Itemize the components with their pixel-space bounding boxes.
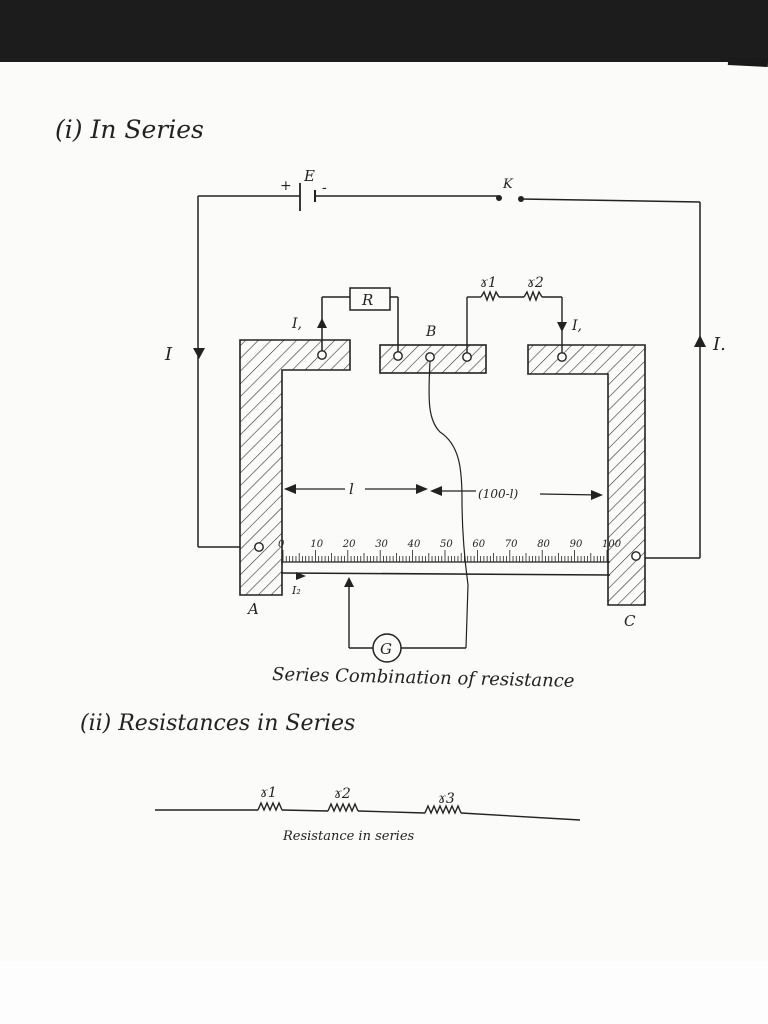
length-left-label: l <box>349 480 354 498</box>
scale-tick-label: 0 <box>278 539 285 550</box>
bottom-band <box>0 962 768 1024</box>
key-switch[interactable] <box>496 195 524 202</box>
chain-r1-label: ɤ1 <box>260 785 277 801</box>
current-arrow-i1 <box>317 318 327 328</box>
heading-series: (i) In Series <box>55 115 204 144</box>
r2-label: ɤ2 <box>527 275 544 291</box>
galvanometer-circuit <box>348 585 466 649</box>
length-right-label: (100-l) <box>478 487 518 501</box>
scale-tick-label: 50 <box>440 539 453 550</box>
current-arrow-i1-right <box>557 322 567 332</box>
strip-right <box>527 344 646 606</box>
current-label-i1: I, <box>291 316 302 332</box>
jockey-arrow <box>344 577 354 587</box>
top-right-wire <box>520 198 701 203</box>
galvanometer[interactable] <box>372 633 402 663</box>
length-arrow-mid-head-b <box>430 486 442 496</box>
length-arrows <box>285 488 601 496</box>
resistor-r <box>321 287 399 352</box>
strip-left <box>239 339 351 596</box>
battery-plus: + <box>280 178 292 194</box>
resistor-label: R <box>361 291 373 309</box>
length-arrow-mid-head-a <box>416 484 428 494</box>
current-label-i1-right: I, <box>571 318 582 334</box>
heading-resistances: (ii) Resistances in Series <box>80 711 355 736</box>
chain-r3-label: ɤ3 <box>438 791 455 807</box>
scale-tick-label: 30 <box>375 539 388 550</box>
resistors-r1-r2 <box>466 290 563 353</box>
current-arrow-right <box>694 335 706 347</box>
bridge-wire[interactable] <box>280 572 611 576</box>
battery-label: E <box>303 167 315 185</box>
scale-tick-label: 20 <box>342 539 356 550</box>
jockey-wire <box>428 360 469 649</box>
scale-labels: 0 10 20 30 40 50 60 70 80 90 100 <box>278 539 622 550</box>
length-arrow-left-head <box>284 484 296 494</box>
battery-minus: - <box>322 180 327 196</box>
scale-tick-label: 100 <box>602 539 622 550</box>
terminal-c-label: C <box>624 612 636 630</box>
scale-tick-label: 70 <box>505 539 518 550</box>
current-label-i2: I₂ <box>291 584 301 597</box>
battery <box>198 183 498 211</box>
series-chain <box>155 801 581 821</box>
length-arrow-right-head <box>591 490 603 500</box>
meter-scale <box>282 550 608 562</box>
galvanometer-label: G <box>380 640 392 658</box>
scale-tick-label: 40 <box>407 539 421 550</box>
key-label: K <box>502 177 514 192</box>
scale-tick-label: 80 <box>537 539 550 550</box>
scale-tick-label: 90 <box>570 539 583 550</box>
scale-tick-label: 60 <box>472 539 485 550</box>
chain-caption: Resistance in series <box>282 829 415 844</box>
terminal-b-label: B <box>425 324 436 340</box>
terminal-a-label: A <box>246 600 259 618</box>
scale-tick-label: 10 <box>310 539 323 550</box>
current-arrow-i2 <box>296 572 306 580</box>
current-label-right: I. <box>712 334 726 355</box>
current-label-left: I <box>164 344 173 365</box>
terminals[interactable] <box>254 350 641 561</box>
current-arrow-left <box>193 348 205 359</box>
r1-label: ɤ1 <box>480 275 497 291</box>
chain-r2-label: ɤ2 <box>334 786 351 802</box>
bridge-caption: Series Combination of resistance <box>272 664 575 692</box>
